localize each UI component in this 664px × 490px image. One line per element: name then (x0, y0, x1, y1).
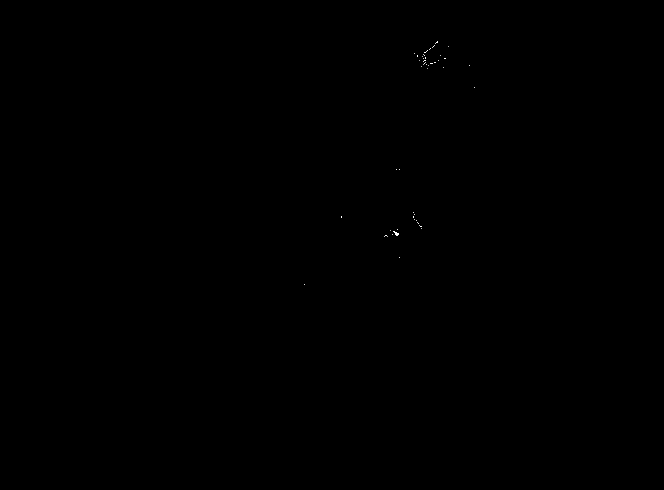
point-feature (423, 58, 424, 59)
point-feature (423, 61, 424, 62)
point-feature (438, 60, 439, 61)
point-feature (416, 220, 417, 221)
point-feature (474, 87, 475, 88)
point-feature (433, 46, 434, 47)
point-feature (395, 233, 399, 235)
point-feature (426, 64, 427, 65)
point-feature (436, 42, 438, 43)
point-feature (417, 222, 418, 223)
point-feature (421, 228, 422, 229)
point-feature (424, 60, 426, 61)
point-feature (414, 53, 415, 54)
point-feature (419, 225, 420, 226)
point-feature (399, 257, 400, 258)
point-feature (430, 63, 433, 64)
point-feature (387, 236, 388, 237)
point-feature (469, 65, 470, 66)
point-feature (424, 63, 425, 64)
point-feature (422, 56, 423, 57)
point-feature (430, 48, 431, 49)
point-feature (394, 232, 397, 233)
point-feature (429, 49, 430, 50)
point-feature (413, 212, 414, 213)
point-feature (420, 226, 422, 227)
point-feature (304, 284, 305, 285)
point-feature (414, 219, 415, 220)
point-feature (341, 216, 342, 218)
point-feature (426, 51, 427, 52)
point-feature (427, 50, 428, 51)
point-feature (414, 214, 415, 215)
point-feature (421, 66, 422, 67)
point-feature (419, 60, 420, 61)
point-feature (424, 52, 426, 53)
point-feature (428, 65, 429, 66)
point-feature (435, 43, 436, 44)
point-feature (437, 41, 438, 42)
point-feature (418, 223, 419, 224)
point-feature (385, 235, 387, 236)
point-feature (397, 229, 398, 230)
point-feature (417, 55, 418, 57)
point-feature (434, 45, 435, 46)
point-feature (423, 64, 424, 65)
point-feature (425, 57, 426, 59)
point-feature (424, 55, 425, 56)
point-feature (440, 55, 441, 56)
point-feature (393, 231, 395, 232)
point-feature (396, 235, 398, 236)
point-feature (432, 47, 433, 48)
point-feature (443, 67, 444, 68)
point-feature (434, 62, 436, 63)
point-feature (448, 46, 449, 47)
point-feature (396, 169, 397, 170)
point-feature (425, 62, 426, 63)
point-feature (413, 216, 414, 218)
point-feature (384, 236, 385, 237)
point-feature (444, 58, 446, 59)
point-feature (423, 54, 424, 55)
point-feature (399, 169, 400, 170)
point-feature (392, 234, 393, 235)
point-feature (427, 68, 428, 69)
point-feature (390, 230, 391, 231)
